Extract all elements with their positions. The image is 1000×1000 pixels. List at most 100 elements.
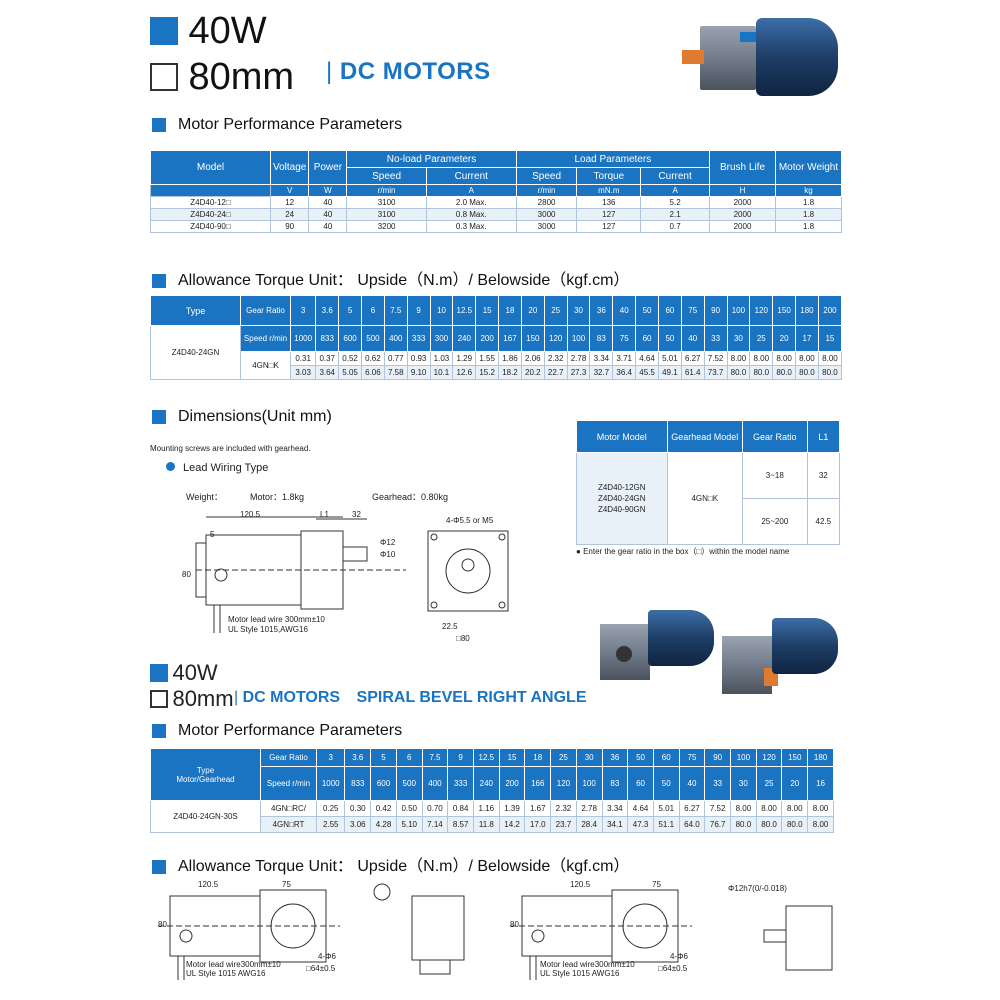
ref-model-1: Z4D40-12GN [597, 483, 646, 492]
speed-cell: 200 [475, 325, 500, 352]
ratio-cell: 36 [601, 748, 629, 767]
torque-upper-cell: 1.67 [524, 800, 552, 817]
torque-lower-cell: 10.1 [429, 365, 454, 380]
dim-wire: Motor lead wire 300mm±10 [228, 615, 325, 624]
unit-cell: r/min [515, 184, 578, 197]
speed-cell: 1000 [315, 766, 346, 801]
torque-upper-cell: 8.00 [807, 800, 834, 817]
dim-l1: L1 [320, 510, 329, 519]
torque-lower-cell: 11.8 [472, 816, 500, 833]
dimension-drawing [195, 516, 509, 633]
torque-lower-cell: 80.0 [817, 365, 843, 380]
torque-upper-cell: 3.34 [589, 351, 614, 366]
torque-upper-cell: 0.25 [315, 800, 346, 817]
th-l-speed: Speed [515, 167, 578, 185]
torque-upper-cell: 7.52 [704, 800, 732, 817]
ratio-cell: 9 [447, 748, 474, 767]
dims-section-title: Dimensions(Unit mm) [152, 408, 332, 426]
torque-lower-cell: 7.58 [383, 365, 408, 380]
torque-upper-cell: 8.00 [755, 800, 783, 817]
torque-lower-cell: 80.0 [781, 816, 809, 833]
speed-cell: 833 [315, 325, 340, 352]
torque-lower-cell: 23.7 [550, 816, 577, 833]
perf-cell: 24 [269, 208, 310, 221]
ra-dim-wire-2: Motor lead wire300mm±10 [540, 960, 635, 969]
speed-cell: 833 [344, 766, 372, 801]
speed-cell: 240 [452, 325, 477, 352]
th-speed: Speed r/min [240, 325, 291, 352]
ratio-cell: 150 [781, 748, 809, 767]
th-weight: Motor Weight [775, 150, 842, 185]
ra-dim-80-1: 80 [158, 920, 167, 929]
torque-upper-cell: 3.71 [612, 351, 637, 366]
th-type-line: Type [196, 765, 215, 775]
th-l-torque: Torque [576, 167, 642, 185]
torque-upper-cell: 0.77 [383, 351, 408, 366]
dim-225: 22.5 [442, 622, 458, 631]
blue-square-icon [150, 664, 168, 682]
torque-lower-cell: 8.00 [807, 816, 834, 833]
torque-lower-cell: 3.64 [315, 365, 340, 380]
torque-lower-cell: 12.6 [452, 365, 477, 380]
torque-upper-cell: 8.00 [749, 351, 774, 366]
ra-dim-120-2: 120.5 [570, 880, 591, 889]
speed-cell: 300 [429, 325, 454, 352]
ra-gear-shape [722, 636, 772, 694]
torque-upper-cell: 0.31 [289, 351, 317, 366]
perf-cell: 5.2 [640, 196, 710, 209]
torque-upper-cell: 0.70 [421, 800, 449, 817]
ratio-cell: 40 [612, 295, 637, 326]
ratio-cell: 6 [361, 295, 385, 326]
perf-cell: Z4D40-90□ [150, 220, 271, 233]
dim-phi10: Φ10 [380, 550, 396, 559]
header2-power: 40W [150, 660, 218, 686]
speed-cell: 100 [575, 766, 603, 801]
ratio-cell: 5 [370, 748, 397, 767]
speed-cell: 30 [726, 325, 751, 352]
torque-lower-cell: 5.05 [338, 365, 362, 380]
torque-lower-cell: 73.7 [703, 365, 728, 380]
bullet-icon [166, 462, 175, 471]
section-square-icon [152, 409, 166, 424]
torque-lower-cell: 80.0 [749, 365, 774, 380]
perf-cell: 12 [269, 196, 310, 209]
ratio-cell: 60 [657, 295, 682, 326]
ratio-cell: 25 [543, 295, 568, 326]
speed-cell: 1000 [289, 325, 317, 352]
dims-title-text: Dimensions(Unit mm) [178, 408, 332, 425]
torque-lower-cell: 47.3 [627, 816, 654, 833]
ref-th-motor: Motor Model [576, 420, 668, 453]
speed-cell: 600 [370, 766, 397, 801]
torque-lower-cell: 6.06 [361, 365, 385, 380]
header-frame: 80mm [150, 58, 294, 96]
speed-cell: 400 [383, 325, 408, 352]
torque-lower-cell: 9.10 [406, 365, 431, 380]
header2-frame-text: 80mm [172, 686, 234, 711]
speed-cell: 83 [601, 766, 629, 801]
torque-upper-cell: 2.06 [520, 351, 545, 366]
speed-cell: 50 [652, 766, 680, 801]
torque-lower-cell: 76.7 [704, 816, 732, 833]
torque-upper-cell: 6.27 [680, 351, 705, 366]
ratio-cell: 180 [807, 748, 834, 767]
torque-upper-cell: 0.52 [338, 351, 362, 366]
dim-80: 80 [182, 570, 191, 579]
th-voltage: Voltage [269, 150, 310, 185]
perf-cell: Z4D40-12□ [150, 196, 271, 209]
torque-lower-cell: 51.1 [652, 816, 680, 833]
ra-dim-64-2: □64±0.5 [658, 964, 688, 973]
ratio-cell: 100 [730, 748, 757, 767]
ref-model-2: Z4D40-24GN [597, 494, 646, 503]
shaft-outline [342, 546, 368, 562]
section-square-icon [152, 723, 166, 738]
speed-cell: 40 [678, 766, 706, 801]
unit-cell: W [308, 184, 348, 197]
speed-cell: 400 [421, 766, 449, 801]
torque-upper-cell: 5.01 [657, 351, 682, 366]
gearhead-cell: 4GN□RT [260, 816, 317, 833]
unit-cell: H [709, 184, 776, 197]
torque-lower-cell: 80.0 [795, 365, 819, 380]
torque-lower-cell: 3.03 [289, 365, 317, 380]
